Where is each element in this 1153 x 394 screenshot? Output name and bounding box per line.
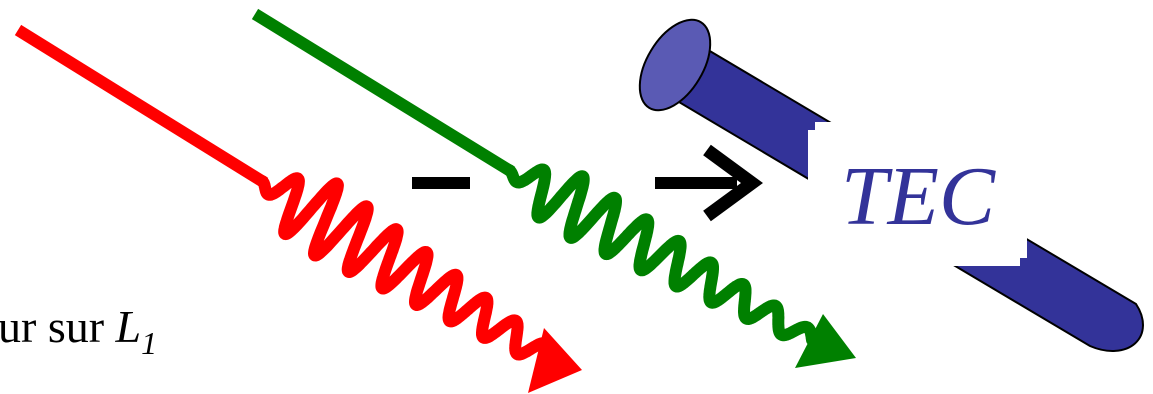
green-wave-oscillation [503, 163, 818, 346]
red-wave-arrowhead [528, 328, 582, 393]
caption-subscript: 1 [141, 325, 157, 361]
red-wave-tail [14, 24, 269, 189]
red-wave-packet [14, 24, 582, 393]
caption-variable: L [115, 301, 142, 352]
tec-label: TEC [841, 150, 996, 243]
green-wave-arrowhead [795, 314, 856, 368]
caption-prefix: ur sur [0, 301, 116, 352]
cylinder-cap [638, 18, 712, 112]
caption-text: ur sur L1 [0, 301, 157, 361]
cylinder-shape: TEC [638, 18, 1144, 352]
red-wave-oscillation [256, 172, 555, 364]
green-wave-packet [251, 8, 856, 368]
minus-sign [412, 177, 470, 189]
right-arrow-icon [655, 144, 763, 222]
tec-label-box [808, 122, 1027, 266]
green-wave-tail [251, 8, 516, 178]
